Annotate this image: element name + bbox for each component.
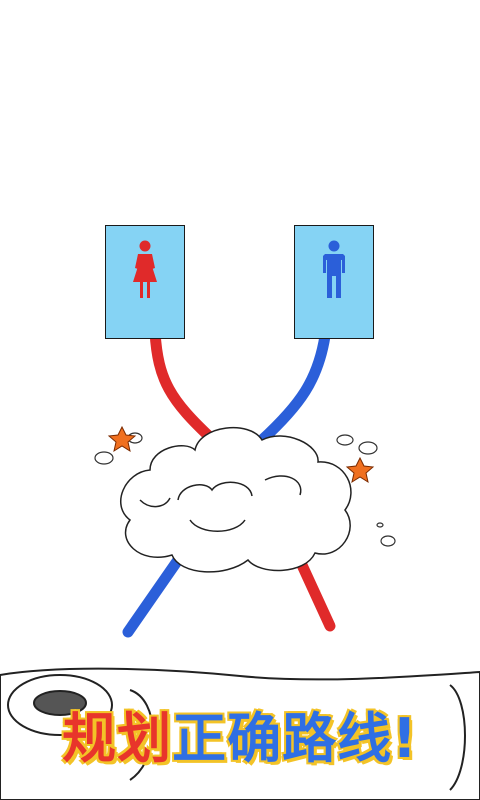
toilet-paper-roll xyxy=(0,667,480,800)
red-path-lower xyxy=(296,559,336,632)
blue-path-lower xyxy=(122,554,184,638)
female-restroom-door[interactable] xyxy=(105,225,185,339)
orange-star-left xyxy=(107,425,137,453)
blue-path-upper xyxy=(256,330,331,446)
male-restroom-icon xyxy=(323,240,345,298)
smoke-cloud xyxy=(120,426,352,573)
male-restroom-door[interactable] xyxy=(294,225,374,339)
banner-title: 规划正确路线! xyxy=(0,694,480,773)
banner-part-a: 规划 xyxy=(61,706,173,772)
red-path-upper xyxy=(149,326,219,446)
female-restroom-icon xyxy=(133,240,157,298)
smoke-puffs xyxy=(94,432,396,547)
banner-part-b: 正确路线! xyxy=(171,706,419,772)
orange-star-right xyxy=(345,456,375,484)
